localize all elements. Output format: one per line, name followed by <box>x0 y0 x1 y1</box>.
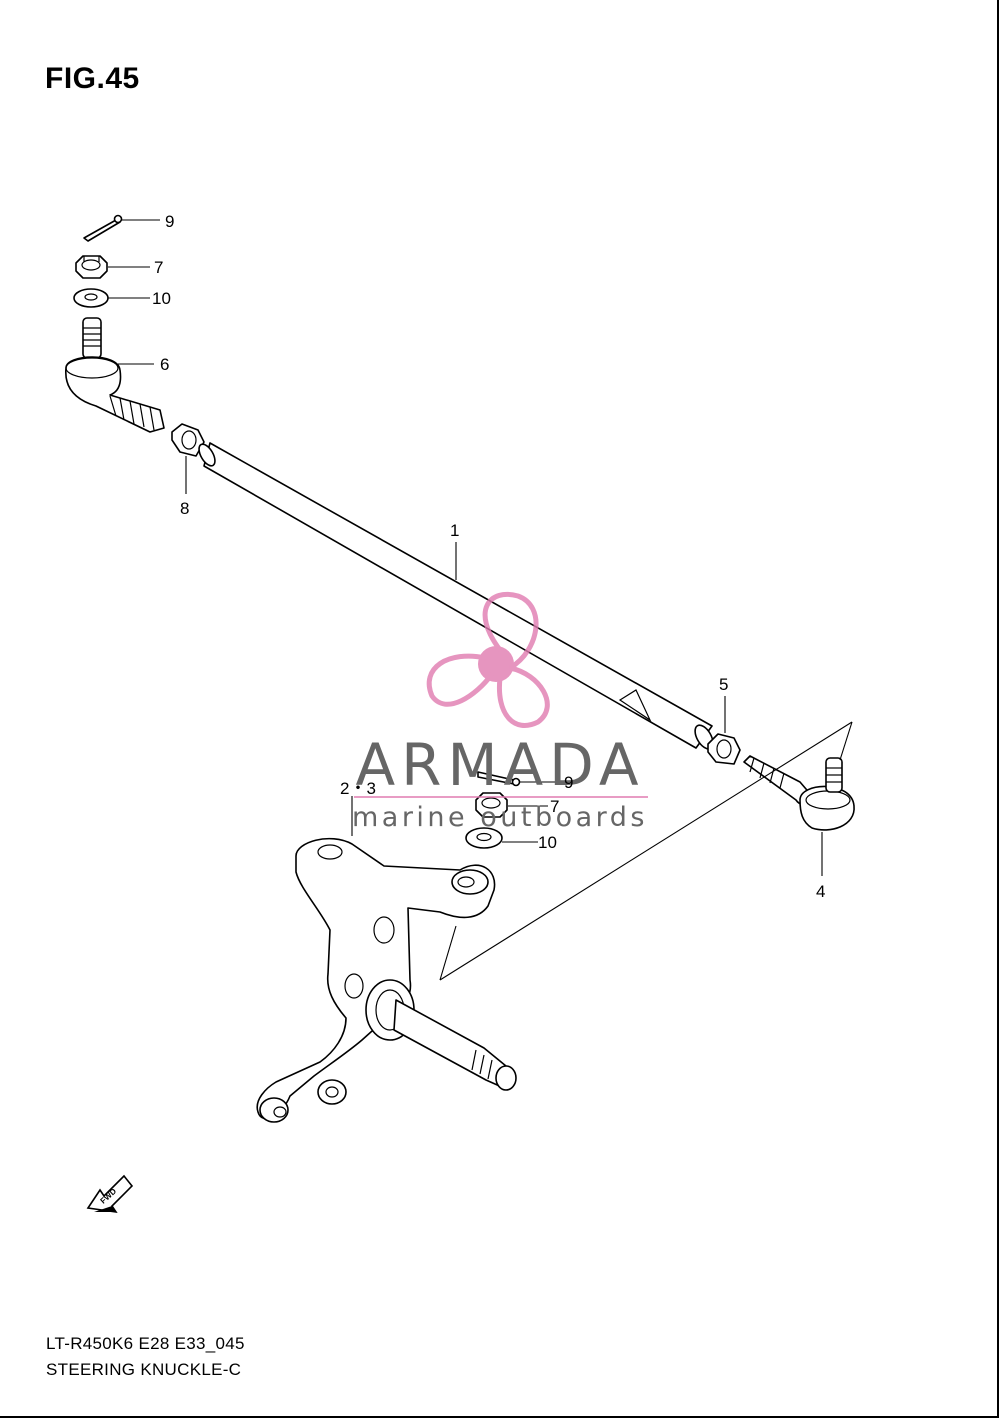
callout-10-top: 10 <box>152 289 171 308</box>
callout-1: 1 <box>450 521 459 540</box>
callout-9-top: 9 <box>165 212 174 231</box>
lock-nut-right <box>707 733 741 765</box>
castle-nut-top <box>75 255 108 279</box>
callout-10-lower: 10 <box>538 833 557 852</box>
callout-7-lower: 7 <box>550 797 559 816</box>
assembly-guide-lines <box>351 721 853 981</box>
watermark-brand: ARMADA <box>355 731 644 799</box>
cotter-pin-lower <box>477 771 521 787</box>
figure-title: FIG.45 <box>45 62 140 95</box>
callout-9-lower: 9 <box>564 773 573 792</box>
callout-2-3: 2・3 <box>340 779 376 798</box>
watermark-propeller-logo <box>426 592 550 728</box>
footer-part-name: STEERING KNUCKLE-C <box>46 1360 242 1379</box>
tie-rod-end-right <box>743 755 855 831</box>
callout-4: 4 <box>816 882 825 901</box>
washer-top <box>73 288 109 308</box>
tie-rod-end-left <box>65 317 165 433</box>
callout-7-top: 7 <box>154 258 163 277</box>
fwd-arrow-icon: FWD <box>86 1174 134 1214</box>
callout-5: 6 <box>160 355 169 374</box>
steering-knuckle <box>256 837 517 1123</box>
washer-lower <box>465 827 503 849</box>
cotter-pin-top <box>83 214 123 242</box>
tie-rod <box>198 442 714 750</box>
callout-6: 5 <box>719 675 728 694</box>
watermark-tagline: marine outboards <box>352 802 648 833</box>
footer-model-code: LT-R450K6 E28 E33_045 <box>46 1334 245 1353</box>
castle-nut-lower <box>475 792 508 818</box>
callout-8: 8 <box>180 499 189 518</box>
lock-nut-left <box>171 423 205 457</box>
